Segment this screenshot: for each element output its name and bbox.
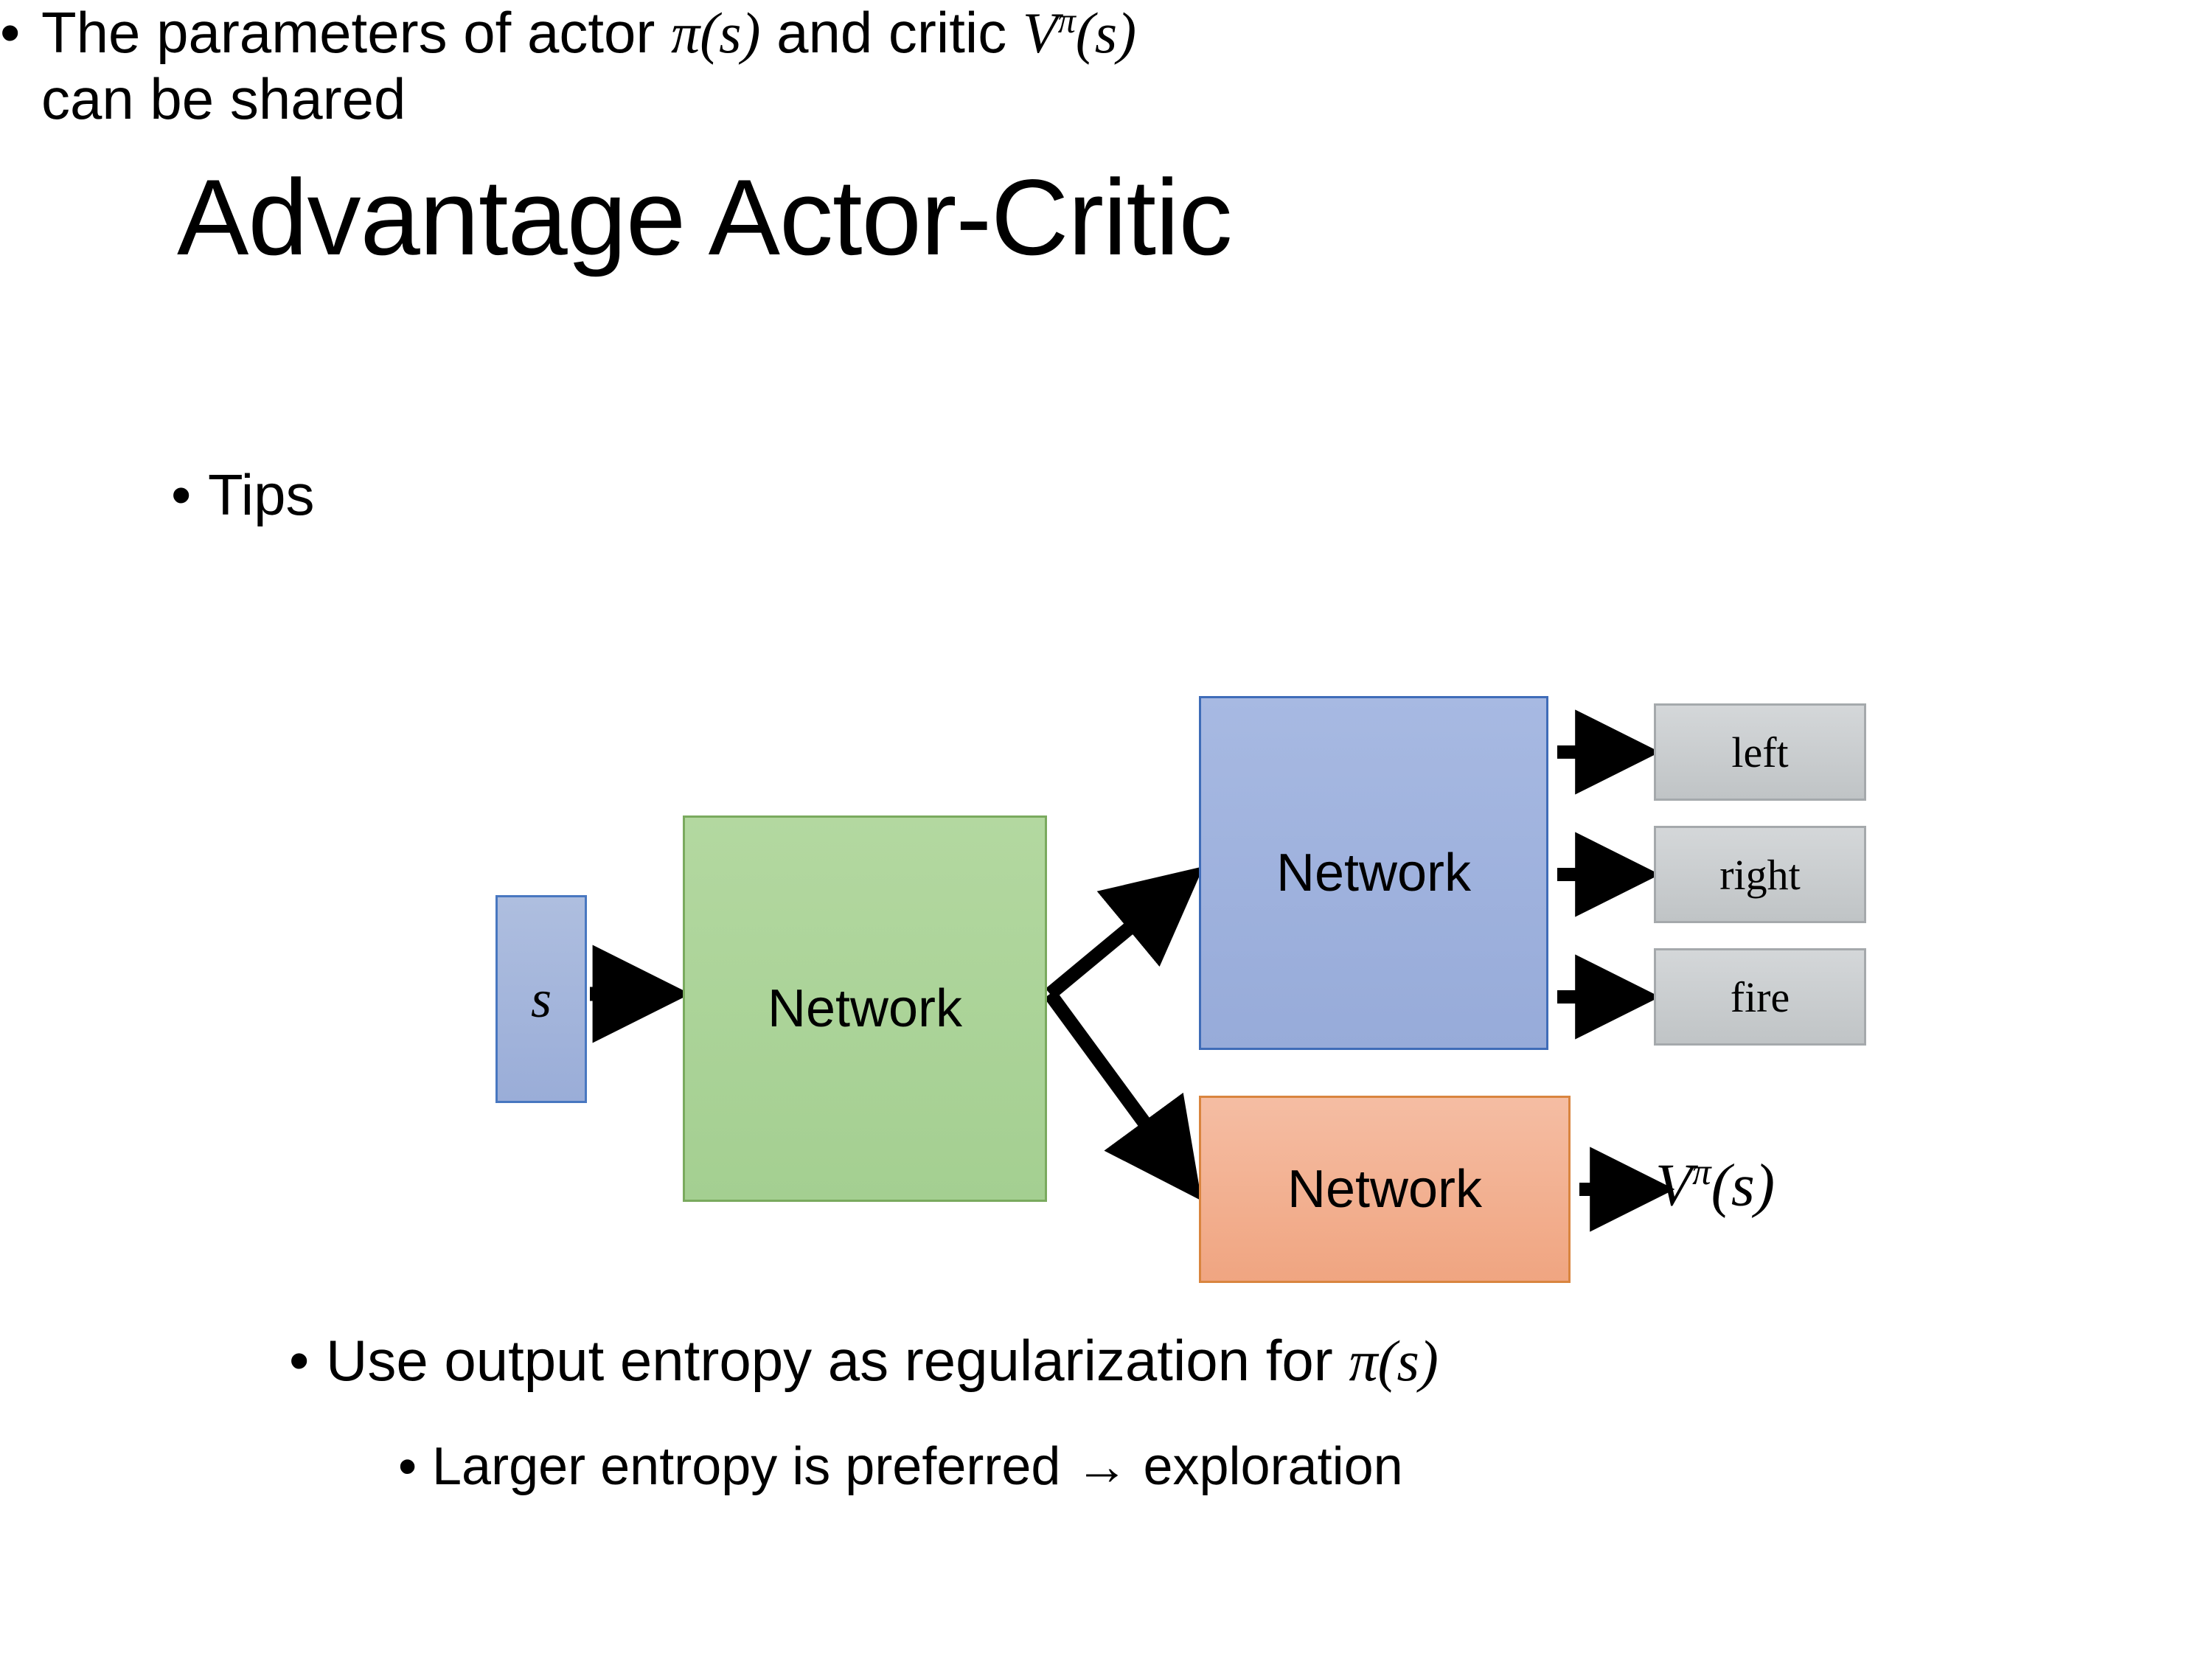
action-box-left[interactable]: left (1654, 703, 1866, 801)
math-pi-of-s: π(s) (671, 1, 761, 65)
bullet-entropy-text: Use output entropy as regularization for… (326, 1327, 1439, 1394)
arrow-shared-to-critic (1044, 990, 1202, 1201)
math-v-pi-of-s: Vπ(s) (1023, 1, 1136, 65)
bullet-larger-entropy-label: Larger entropy is preferred → exploratio… (432, 1437, 1403, 1496)
bullet-parameters-part3: can be shared (41, 66, 406, 131)
value-argument: (s) (1711, 1151, 1775, 1219)
actor-network-node[interactable]: Network (1199, 696, 1548, 1050)
bullet-marker-icon: • (171, 462, 192, 527)
math-v-argument: (s) (1075, 1, 1137, 65)
action-box-fire[interactable]: fire (1654, 948, 1866, 1046)
bullet-tips: • Tips (171, 462, 315, 527)
bullet-entropy-regularization: • Use output entropy as regularization f… (289, 1327, 1439, 1394)
bullet-entropy-label: Use output entropy as regularization for (326, 1328, 1349, 1393)
action-label-right: right (1719, 850, 1801, 899)
action-box-right[interactable]: right (1654, 826, 1866, 923)
page-title: Advantage Actor-Critic (177, 157, 1233, 277)
critic-network-node[interactable]: Network (1199, 1096, 1571, 1283)
value-function-label: Vπ(s) (1655, 1150, 1775, 1220)
bullet-parameters-shared: • The parameters of actor π(s) and criti… (0, 0, 1563, 132)
critic-network-label: Network (1287, 1160, 1483, 1219)
shared-network-node[interactable]: Network (683, 815, 1047, 1202)
actor-network-label: Network (1276, 844, 1472, 902)
value-base: V (1655, 1151, 1693, 1219)
bullet-larger-entropy: • Larger entropy is preferred → explorat… (398, 1436, 1403, 1497)
action-label-fire: fire (1730, 973, 1790, 1021)
action-label-left: left (1731, 728, 1789, 776)
state-node[interactable]: s (495, 895, 587, 1103)
bullet-parameters-part1: The parameters of actor (41, 0, 672, 65)
bullet-marker-icon: • (289, 1328, 310, 1393)
arrow-shared-to-actor (1045, 866, 1204, 1000)
state-node-label: s (530, 969, 552, 1029)
bullet-tips-label: Tips (208, 462, 315, 527)
bullet-parameters-part2: and critic (760, 0, 1023, 65)
value-superscript: π (1692, 1151, 1711, 1192)
math-pi-of-s: π(s) (1349, 1329, 1439, 1393)
bullet-parameters-text: The parameters of actor π(s) and critic … (41, 0, 1563, 132)
shared-network-label: Network (767, 979, 963, 1038)
math-v-base: V (1022, 1, 1058, 65)
bullet-marker-icon: • (398, 1437, 417, 1496)
math-v-superscript: π (1057, 1, 1076, 41)
bullet-marker-icon: • (0, 0, 21, 65)
